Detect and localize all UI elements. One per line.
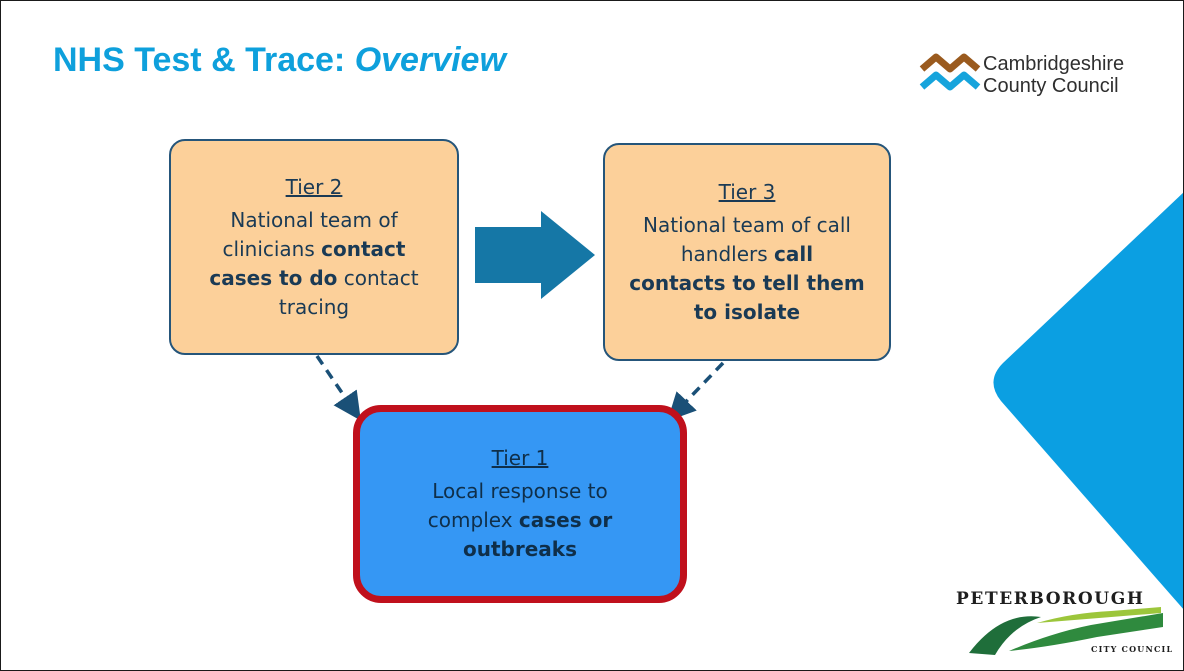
tier3-line3: contacts to tell them bbox=[629, 269, 864, 298]
tier2-line2-b: contact bbox=[321, 236, 406, 261]
cambridgeshire-logo-text: Cambridgeshire County Council bbox=[983, 53, 1124, 97]
tier1-line3-b: outbreaks bbox=[463, 537, 577, 561]
page-title: NHS Test & Trace: Overview bbox=[53, 41, 506, 80]
tier1-line2-a: complex bbox=[427, 508, 519, 532]
tier3-heading: Tier 3 bbox=[718, 179, 776, 204]
tier3-line2-a: handlers bbox=[680, 241, 775, 266]
tier2-line1: National team of bbox=[230, 207, 398, 232]
tier1-heading: Tier 1 bbox=[491, 446, 549, 470]
tier2-line2-a: clinicians bbox=[222, 236, 322, 261]
title-main: NHS Test & Trace: bbox=[53, 41, 346, 79]
tier3-line1: National team of call bbox=[643, 212, 851, 237]
tier3-line4-b: to isolate bbox=[693, 299, 801, 324]
tier1-line1: Local response to bbox=[432, 479, 608, 503]
tier2-line3-a: cases to do bbox=[209, 265, 338, 290]
tier2-line4: tracing bbox=[278, 294, 350, 319]
title-sub: Overview bbox=[354, 41, 506, 79]
tier1-line2-b: cases or bbox=[518, 508, 613, 532]
tier3-line4: to isolate bbox=[694, 298, 800, 327]
cambridgeshire-logo-icon bbox=[919, 53, 981, 91]
peterborough-logo-text: PETERBOROUGH bbox=[956, 589, 1145, 609]
peterborough-logo-subtext: CITY COUNCIL bbox=[1091, 644, 1174, 654]
tier3-line2-b: call bbox=[774, 241, 814, 266]
tier2-to-tier1-arrow bbox=[315, 355, 361, 421]
tier2-box: Tier 2 National team of clinicians conta… bbox=[169, 139, 459, 355]
tier2-line2: clinicians contact bbox=[223, 235, 406, 264]
ccc-line1: Cambridgeshire bbox=[983, 53, 1125, 75]
tier2-heading: Tier 2 bbox=[285, 174, 343, 199]
tier3-box: Tier 3 National team of call handlers ca… bbox=[603, 143, 891, 361]
tier3-line2: handlers call bbox=[681, 240, 813, 269]
ccc-line2: County Council bbox=[983, 75, 1119, 97]
tier1-line3: outbreaks bbox=[463, 535, 577, 564]
tier2-line3-b: contact bbox=[337, 265, 419, 290]
tier1-box: Tier 1 Local response to complex cases o… bbox=[353, 405, 687, 603]
tier2-to-tier3-arrow bbox=[475, 211, 595, 299]
tier3-to-tier1-arrow bbox=[667, 361, 725, 422]
tier2-line3: cases to do contact bbox=[209, 264, 418, 293]
tier3-line3-b: contacts to tell them bbox=[629, 270, 865, 295]
tier1-line2: complex cases or bbox=[428, 506, 612, 535]
